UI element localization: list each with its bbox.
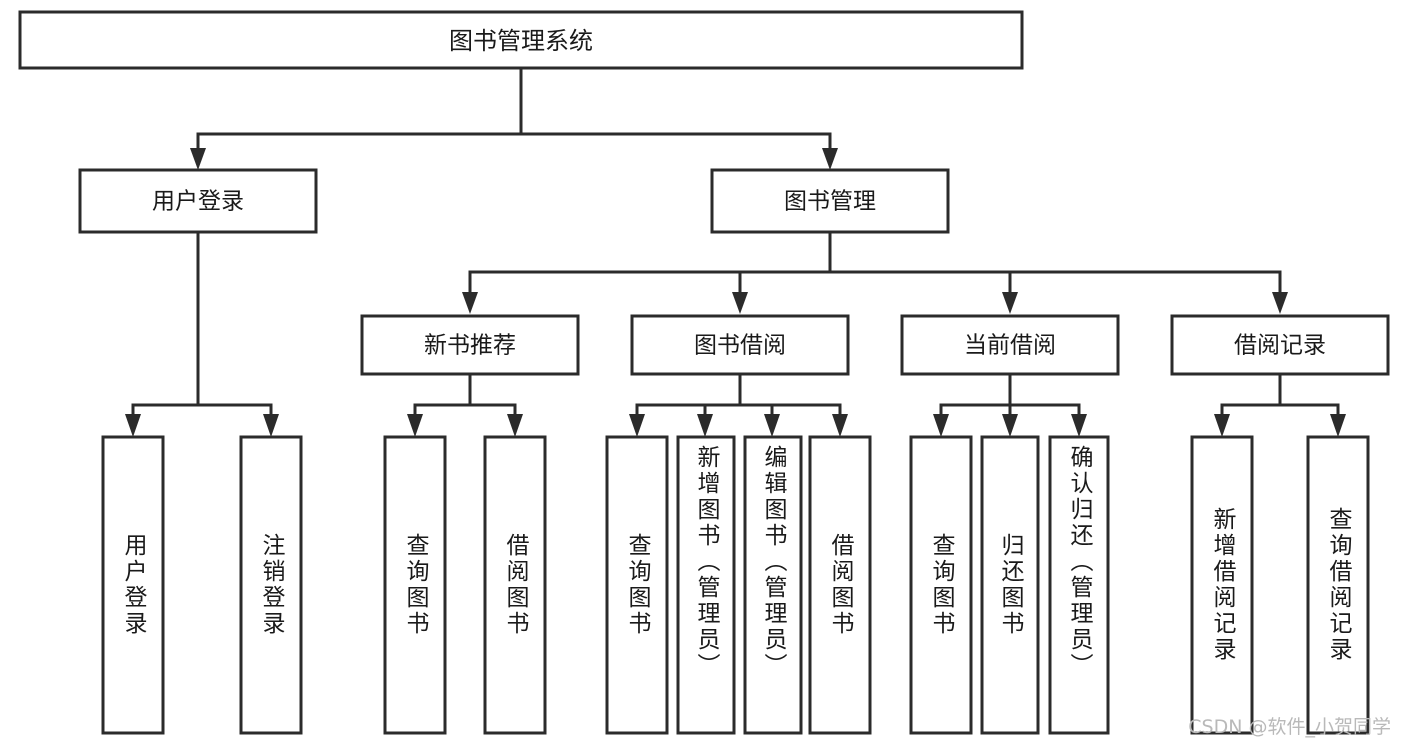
arrow-bm-to-borrow-record-icon [1272, 292, 1288, 314]
arrow-new-book-l2-icon [507, 414, 523, 437]
arrow-user-login-l1-icon [125, 414, 141, 437]
arrow-current-borrow-l2-icon [1002, 414, 1018, 437]
node-book-management-box[interactable] [710, 168, 950, 234]
node-leaf-query-record-box[interactable] [1306, 435, 1370, 735]
node-borrow-record-box[interactable] [1170, 314, 1390, 376]
edges-current-borrow-to-leaves [933, 372, 1087, 437]
node-book-borrow-label: 图书借阅 [694, 333, 786, 359]
watermark-text: CSDN @软件_小贺同学 [1188, 716, 1391, 738]
node-book-borrow-box[interactable] [630, 314, 850, 376]
node-leaf-add-book-box[interactable] [676, 435, 736, 735]
node-book-borrow[interactable]: 图书借阅 [630, 314, 850, 376]
node-root[interactable]: 图书管理系统 [18, 10, 1024, 70]
node-new-book-recommend-label: 新书推荐 [424, 333, 516, 359]
node-leaf-edit-book-box[interactable] [743, 435, 803, 735]
edges-borrow-record-to-leaves [1214, 372, 1346, 437]
arrow-bm-to-book-borrow-icon [732, 292, 748, 314]
node-leaf-borrow-book-1-box[interactable] [483, 435, 547, 735]
node-current-borrow[interactable]: 当前借阅 [900, 314, 1120, 376]
node-leaf-query-book-2-box[interactable] [605, 435, 669, 735]
node-user-login[interactable]: 用户登录 [78, 168, 318, 234]
arrow-bm-to-new-book-icon [462, 292, 478, 314]
arrow-current-borrow-l1-icon [933, 414, 949, 437]
arrow-book-borrow-l2-icon [697, 414, 713, 437]
arrow-book-borrow-l1-icon [629, 414, 645, 437]
arrow-bm-to-current-borrow-icon [1002, 292, 1018, 314]
node-leaf-add-record-box[interactable] [1190, 435, 1254, 735]
arrow-current-borrow-l3-icon [1071, 414, 1087, 437]
node-user-login-box[interactable] [78, 168, 318, 234]
arrow-book-borrow-l4-icon [832, 414, 848, 437]
node-leaf-user-login-box[interactable] [101, 435, 165, 735]
arrow-new-book-l1-icon [407, 414, 423, 437]
edges-user-login-to-leaves [125, 230, 279, 437]
node-leaf-confirm-return-box[interactable] [1048, 435, 1110, 735]
arrow-user-login-l2-icon [263, 414, 279, 437]
node-leaf-query-book-3-box[interactable] [909, 435, 973, 735]
edges-book-management-to-level3 [462, 230, 1288, 314]
node-borrow-record[interactable]: 借阅记录 [1170, 314, 1390, 376]
edges-root-to-level2 [190, 66, 838, 170]
node-root-box[interactable] [18, 10, 1024, 70]
arrow-root-to-user-login-icon [190, 148, 206, 170]
arrow-book-borrow-l3-icon [764, 414, 780, 437]
node-leaf-return-book-box[interactable] [980, 435, 1040, 735]
node-new-book-recommend-box[interactable] [360, 314, 580, 376]
node-leaf-logout-box[interactable] [239, 435, 303, 735]
node-root-label: 图书管理系统 [449, 27, 593, 55]
edges-book-borrow-to-leaves [629, 372, 848, 437]
node-leaf-borrow-book-2-box[interactable] [808, 435, 872, 735]
node-new-book-recommend[interactable]: 新书推荐 [360, 314, 580, 376]
node-borrow-record-label: 借阅记录 [1234, 333, 1326, 359]
leaf-boxes [101, 435, 1370, 735]
arrow-borrow-record-l2-icon [1330, 414, 1346, 437]
node-book-management[interactable]: 图书管理 [710, 168, 950, 234]
node-current-borrow-box[interactable] [900, 314, 1120, 376]
node-user-login-label: 用户登录 [152, 189, 244, 215]
arrow-borrow-record-l1-icon [1214, 414, 1230, 437]
node-book-management-label: 图书管理 [784, 189, 876, 215]
edges-new-book-to-leaves [407, 372, 523, 437]
node-current-borrow-label: 当前借阅 [964, 333, 1056, 359]
node-leaf-query-book-1-box[interactable] [383, 435, 447, 735]
arrow-root-to-book-management-icon [822, 148, 838, 170]
